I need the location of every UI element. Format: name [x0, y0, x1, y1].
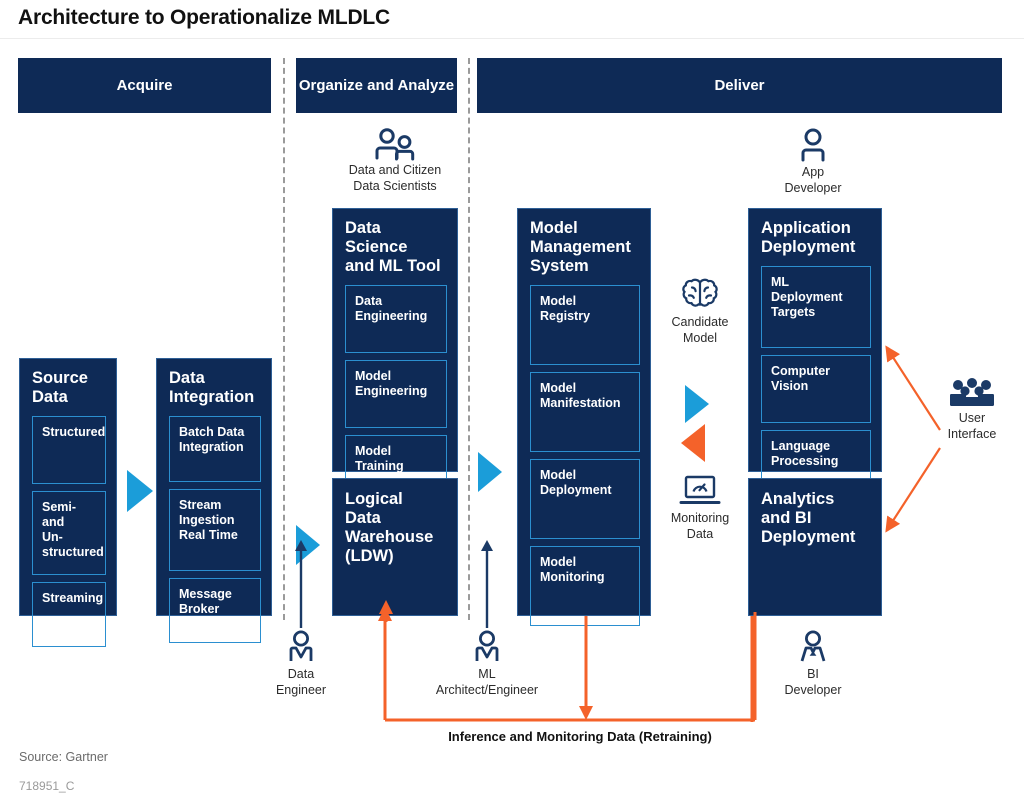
phase-label-organize: Organize and Analyze: [298, 76, 455, 94]
group-source-data[interactable]: Source Data Structured Semi- and Un- str…: [19, 358, 117, 648]
sub-structured[interactable]: Structured: [32, 416, 106, 485]
persona-label-data-citizen-scientists: Data and Citizen Data Scientists: [348, 163, 442, 193]
group-logical-data-warehouse[interactable]: Logical Data Warehouse (LDW): [332, 478, 458, 616]
sub-semi-unstructured[interactable]: Semi- and Un- structured: [32, 491, 106, 576]
arrow-source-to-integration: [127, 470, 153, 512]
sub-streaming[interactable]: Streaming: [32, 582, 106, 648]
group-title-source-data: Source Data: [32, 369, 88, 407]
sub-stream-ingestion[interactable]: Stream Ingestion Real Time: [169, 489, 261, 572]
sub-model-registry[interactable]: Model Registry: [530, 285, 640, 366]
group-title-model-management-system: Model Management System: [530, 219, 631, 276]
group-title-analytics-bi-deployment: Analytics and BI Deployment: [761, 490, 856, 547]
sub-model-manifestation[interactable]: Model Manifestation: [530, 372, 640, 453]
arrow-retraining-into-ldw: [379, 600, 393, 622]
retraining-downarrow: [579, 616, 593, 720]
divider-acquire-organize: [283, 58, 285, 620]
phase-bar-deliver: Deliver: [477, 58, 1002, 113]
sub-computer-vision[interactable]: Computer Vision: [761, 355, 871, 424]
group-title-application-deployment: Application Deployment: [761, 219, 856, 257]
sub-model-engineering[interactable]: Model Engineering: [345, 360, 447, 429]
flow-label-candidate-model: Candidate Model: [671, 315, 729, 345]
arrow-data-engineer-up: [295, 540, 307, 628]
persona-label-ml-architect-engineer: ML Architect/Engineer: [435, 667, 539, 697]
sub-model-training[interactable]: Model Training: [345, 435, 447, 504]
persona-data-engineer: Data Engineer: [255, 630, 347, 698]
two-people-icon: [373, 128, 417, 161]
arrow-monitoring-data-left: [681, 424, 705, 462]
sub-batch-data-integration[interactable]: Batch Data Integration: [169, 416, 261, 483]
group-application-deployment[interactable]: Application Deployment ML Deployment Tar…: [748, 208, 882, 499]
sub-data-engineering[interactable]: Data Engineering: [345, 285, 447, 354]
persona-label-app-developer: App Developer: [784, 165, 842, 195]
group-model-management-system[interactable]: Model Management System Model Registry M…: [517, 208, 651, 627]
divider-organize-deliver: [468, 58, 470, 620]
phase-label-deliver: Deliver: [714, 76, 765, 94]
group-title-data-science-ml-tool: Data Science and ML Tool: [345, 219, 441, 276]
persona-bi-developer: BI Developer: [767, 630, 859, 698]
sub-ml-deployment-targets[interactable]: ML Deployment Targets: [761, 266, 871, 349]
group-data-science-ml-tool[interactable]: Data Science and ML Tool Data Engineerin…: [332, 208, 458, 504]
flow-monitoring-data: Monitoring Data: [654, 474, 746, 542]
phase-bar-acquire: Acquire: [18, 58, 271, 113]
group-title-data-integration: Data Integration: [169, 369, 255, 407]
phase-bar-organize: Organize and Analyze: [296, 58, 457, 113]
source-label: Source: Gartner: [19, 750, 108, 764]
sub-model-deployment[interactable]: Model Deployment: [530, 459, 640, 540]
group-people-icon: [946, 378, 998, 408]
persona-label-user-interface: User Interface: [947, 411, 997, 441]
persona-label-bi-developer: BI Developer: [784, 667, 842, 697]
flow-candidate-model: Candidate Model: [654, 276, 746, 346]
person-engineer-icon: [470, 630, 504, 664]
group-title-logical-data-warehouse: Logical Data Warehouse (LDW): [345, 490, 434, 566]
persona-app-developer: App Developer: [765, 128, 861, 196]
persona-user-interface: User Interface: [926, 378, 1018, 442]
person-engineer-icon: [284, 630, 318, 664]
brain-icon: [679, 276, 721, 312]
persona-label-data-engineer: Data Engineer: [275, 667, 327, 697]
arrow-organize-to-deliver: [478, 452, 502, 492]
persona-ml-architect-engineer: ML Architect/Engineer: [411, 630, 563, 698]
title-divider: [0, 38, 1024, 39]
flow-label-monitoring-data: Monitoring Data: [670, 511, 730, 541]
figure-code: 718951_C: [19, 779, 75, 793]
group-analytics-bi-deployment[interactable]: Analytics and BI Deployment: [748, 478, 882, 616]
page-title: Architecture to Operationalize MLDLC: [18, 6, 391, 29]
retraining-caption: Inference and Monitoring Data (Retrainin…: [448, 729, 712, 744]
retraining-stub-analytics: [750, 616, 754, 722]
ui-connector-lines: [885, 345, 941, 533]
group-data-integration[interactable]: Data Integration Batch Data Integration …: [156, 358, 272, 644]
phase-label-acquire: Acquire: [116, 76, 173, 94]
arrow-ml-architect-up: [481, 540, 493, 628]
retraining-feedback-path: [378, 607, 757, 722]
arrow-candidate-model-right: [685, 385, 709, 423]
laptop-gauge-icon: [679, 474, 721, 508]
persona-data-citizen-scientists: Data and Citizen Data Scientists: [330, 128, 460, 194]
sub-message-broker[interactable]: Message Broker: [169, 578, 261, 644]
person-bi-icon: [795, 630, 831, 664]
person-icon: [796, 128, 830, 162]
